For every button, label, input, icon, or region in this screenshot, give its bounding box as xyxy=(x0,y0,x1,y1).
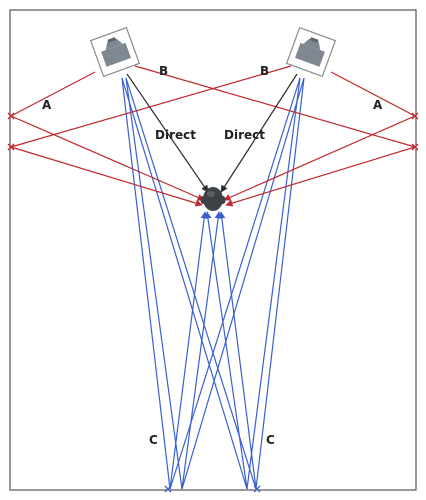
left-speaker xyxy=(89,26,141,78)
rear-wall-reflection-markers xyxy=(164,485,261,493)
rear-wall-reflections xyxy=(121,77,305,490)
direct-paths xyxy=(126,73,298,193)
loudspeaker-icon xyxy=(89,26,141,78)
x-mark-icon xyxy=(253,485,261,493)
label-direct-right: Direct xyxy=(224,128,265,142)
side-wall-reflection-markers xyxy=(7,112,419,151)
label-a-right: A xyxy=(373,98,383,112)
loudspeaker-icon xyxy=(285,26,337,78)
right-speaker xyxy=(285,26,337,78)
label-a-left: A xyxy=(42,98,52,112)
x-mark-icon xyxy=(411,112,419,120)
listener-head-icon xyxy=(200,187,226,211)
x-mark-icon xyxy=(411,143,419,151)
label-b-right: B xyxy=(260,64,269,78)
listener xyxy=(200,187,226,211)
label-c-left: C xyxy=(149,433,158,447)
room-wall xyxy=(9,9,417,491)
label-b-left: B xyxy=(159,64,168,78)
x-mark-icon xyxy=(7,112,15,120)
label-direct-left: Direct xyxy=(155,128,196,142)
side-wall-reflections xyxy=(10,65,416,207)
label-c-right: C xyxy=(266,433,275,447)
x-mark-icon xyxy=(164,485,172,493)
x-mark-icon xyxy=(7,143,15,151)
